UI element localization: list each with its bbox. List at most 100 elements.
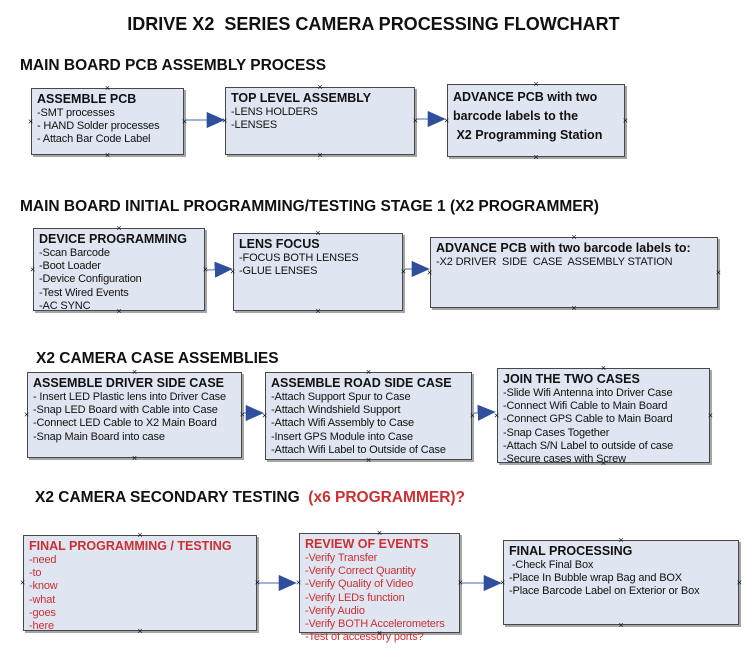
box-line: -FOCUS BOTH LENSES <box>239 252 359 264</box>
connection-point-icon: × <box>137 530 143 540</box>
connection-point-icon: × <box>600 458 607 468</box>
connection-point-icon: × <box>571 303 577 313</box>
connection-point-icon: × <box>376 528 383 538</box>
heading-red-part: (x6 PROGRAMMER)? <box>308 489 466 506</box>
box-line: -GLUE LENSES <box>239 265 318 278</box>
connection-point-icon: × <box>315 228 321 238</box>
box-line: -goes <box>29 606 56 619</box>
heading-black-part: X2 CAMERA SECONDARY TESTING <box>35 489 309 506</box>
box-line: - Attach Bar Code Label <box>37 133 151 146</box>
connection-point-icon: × <box>622 115 628 125</box>
flow-arrow <box>473 404 496 421</box>
flowchart-title: IDRIVE X2 SERIES CAMERA PROCESSING FLOWC… <box>127 14 620 34</box>
process-box-lens-focus: LENS FOCUS -FOCUS BOTH LENSES -GLUE LENS… <box>230 229 406 316</box>
process-box-device-programming: DEVICE PROGRAMMING -Scan Barcode -Boot L… <box>30 224 208 316</box>
connection-point-icon: × <box>239 409 245 420</box>
box-line: -Verify Transfer <box>305 552 378 564</box>
box-title: REVIEW OF EVENTS <box>305 537 429 551</box>
box-line: -Test Wired Events <box>39 286 129 299</box>
section-heading-initial-programming: MAIN BOARD INITIAL PROGRAMMING/TESTING S… <box>20 198 599 215</box>
box-line: -Connect Wifi Cable to Main Board <box>503 400 668 413</box>
connection-point-icon: × <box>137 626 143 636</box>
connection-point-icon: × <box>222 115 228 126</box>
connection-point-icon: × <box>365 367 372 377</box>
box-title: ADVANCE PCB with two <box>453 90 598 104</box>
box-title: TOP LEVEL ASSEMBLY <box>231 91 372 105</box>
box-line: -Attach Wifi Label to Outside of Case <box>271 443 446 456</box>
box-title: ADVANCE PCB with two barcode labels to: <box>436 241 691 255</box>
box-line: -Connect LED Cable to X2 Main Board <box>33 417 217 430</box>
box-line: -AC SYNC <box>39 299 91 312</box>
connection-point-icon: × <box>444 115 450 125</box>
box-line: barcode labels to the <box>453 109 579 123</box>
connection-point-icon: × <box>533 79 539 89</box>
box-line: -X2 DRIVER SIDE CASE ASSEMBLY STATION <box>436 256 673 268</box>
box-line: -Boot Loader <box>39 260 101 273</box>
connection-point-icon: × <box>736 577 742 587</box>
box-title: JOIN THE TWO CASES <box>503 372 640 386</box>
box-title: DEVICE PROGRAMMING <box>39 232 187 246</box>
connection-point-icon: × <box>181 116 187 126</box>
connection-point-icon: × <box>618 620 624 630</box>
process-box-assemble-driver-side-case: ASSEMBLE DRIVER SIDE CASE - Insert LED P… <box>24 368 245 463</box>
box-line: - HAND Solder processes <box>37 120 160 133</box>
box-line: -Place In Bubble wrap Bag and BOX <box>509 572 682 585</box>
connection-point-icon: × <box>28 116 34 126</box>
process-box-assemble-road-side-case: ASSEMBLE ROAD SIDE CASE -Attach Support … <box>262 368 475 465</box>
process-box-join-the-two-cases: JOIN THE TWO CASES -Slide Wifi Antenna i… <box>494 364 713 468</box>
connection-point-icon: × <box>131 367 138 377</box>
connection-point-icon: × <box>254 577 260 588</box>
box-line: -Snap Main Board into case <box>33 430 165 443</box>
box-line: -Insert GPS Module into Case <box>271 430 413 443</box>
box-line: -to <box>29 567 42 580</box>
connection-point-icon: × <box>494 410 500 420</box>
box-line: -need <box>29 554 57 566</box>
connection-point-icon: × <box>365 455 372 465</box>
box-line: -Test of accessory ports? <box>305 631 424 644</box>
box-title: ASSEMBLE PCB <box>37 92 137 106</box>
connection-point-icon: × <box>707 410 713 420</box>
box-line: -Scan Barcode <box>39 247 110 259</box>
connection-point-icon: × <box>202 264 208 274</box>
flow-arrow <box>206 261 233 278</box>
box-line: -Slide Wifi Antenna into Driver Case <box>503 387 673 399</box>
connection-point-icon: × <box>715 267 721 277</box>
process-box-top-level-assembly: TOP LEVEL ASSEMBLY -LENS HOLDERS -LENSES… <box>222 83 418 160</box>
connection-point-icon: × <box>262 410 268 421</box>
process-box-final-programming-testing: FINAL PROGRAMMING / TESTING -need -to -k… <box>20 531 260 636</box>
connection-point-icon: × <box>412 115 418 126</box>
box-line: -Attach S/N Label to outside of case <box>503 439 674 452</box>
connection-point-icon: × <box>500 577 506 587</box>
connection-point-icon: × <box>618 535 624 545</box>
connection-point-icon: × <box>116 306 122 316</box>
box-line: -Attach Support Spur to Case <box>271 391 411 403</box>
box-line: -Attach Windshield Support <box>271 404 401 417</box>
process-box-advance-pcb-driver-side: ADVANCE PCB with two barcode labels to: … <box>427 233 721 313</box>
box-line: -what <box>29 593 56 606</box>
connection-point-icon: × <box>400 266 406 277</box>
box-line: - Insert LED Plastic lens into Driver Ca… <box>33 391 226 403</box>
box-line: -LENSES <box>231 119 278 132</box>
process-box-review-of-events: REVIEW OF EVENTS -Verify Transfer -Verif… <box>296 529 463 644</box>
box-line: -Verify BOTH Accelerometers <box>305 618 445 631</box>
connection-point-icon: × <box>457 577 463 588</box>
connection-point-icon: × <box>116 223 122 233</box>
box-title: ASSEMBLE ROAD SIDE CASE <box>271 376 452 390</box>
connection-point-icon: × <box>469 410 475 421</box>
box-title: ASSEMBLE DRIVER SIDE CASE <box>33 376 225 390</box>
process-box-final-processing: FINAL PROCESSING -Check Final Box -Place… <box>500 536 742 630</box>
box-line: -here <box>29 620 54 633</box>
connection-point-icon: × <box>296 577 302 588</box>
connection-point-icon: × <box>131 453 138 463</box>
box-line: -Verify Audio <box>305 604 365 617</box>
process-box-advance-pcb-programming-station: ADVANCE PCB with two barcode labels to t… <box>444 80 628 162</box>
box-line: X2 Programming Station <box>453 128 603 142</box>
connection-point-icon: × <box>427 267 433 277</box>
box-line: -Snap Cases Together <box>503 426 610 439</box>
connection-point-icon: × <box>533 152 539 162</box>
connection-point-icon: × <box>104 83 111 93</box>
connection-point-icon: × <box>24 409 30 420</box>
section-heading-case-assemblies: X2 CAMERA CASE ASSEMBLIES <box>36 350 279 367</box>
connection-point-icon: × <box>317 82 323 92</box>
